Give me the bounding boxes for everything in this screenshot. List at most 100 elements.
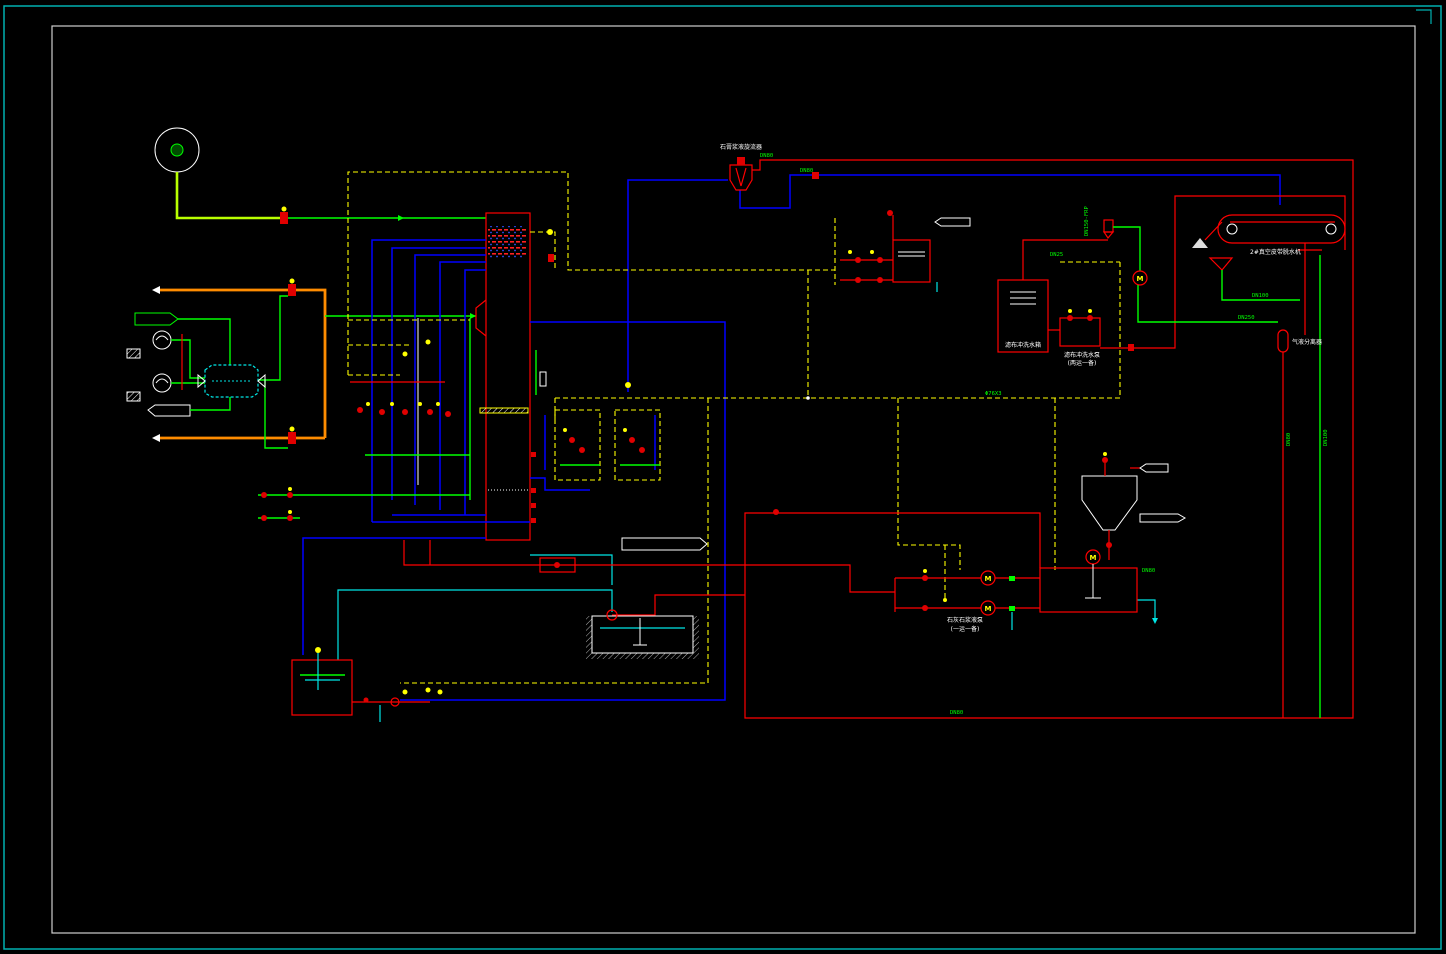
pump-actuator: [390, 402, 394, 406]
cyan-return-line: [337, 589, 613, 660]
blue-slurry-lines: [302, 172, 1281, 701]
air-valve: [287, 515, 293, 521]
red-slurry-lines: [403, 159, 1354, 719]
pump-valve: [427, 409, 433, 415]
loop-valve: [773, 509, 779, 515]
outlet-label-box: [147, 404, 191, 417]
tank-water-return: [400, 398, 709, 684]
oxidation-air-lines: [258, 487, 470, 521]
pump-actuator: [1088, 309, 1092, 313]
slurry-tank: [291, 659, 353, 716]
nozzle: [531, 503, 536, 508]
separator-vessel: [1277, 329, 1289, 353]
booster-fan-1: [152, 330, 172, 350]
belt: [1217, 214, 1346, 244]
drain-arrow: [1152, 618, 1158, 624]
limestone-pump-motor-1-label: M: [985, 575, 992, 583]
pipe-tag: DN25: [1050, 252, 1063, 258]
tank-valve: [437, 689, 443, 695]
bottom-valve-box: [539, 557, 576, 573]
agitator-motor-label: M: [1090, 554, 1097, 562]
pump-valve: [445, 411, 451, 417]
water-pump: [877, 257, 883, 263]
pipe-tag: DN150-FRP: [1084, 206, 1090, 236]
pump-actuator: [943, 598, 947, 602]
process-water-tank: [892, 239, 931, 283]
limestone-water-line: [897, 398, 961, 570]
cyan-lines: [337, 554, 1158, 660]
limestone-slurry-system: M M M 石灰石浆液泵 (一运一备): [894, 452, 1187, 633]
pump-actuator: [848, 250, 852, 254]
fan-impeller-1: [155, 335, 169, 341]
outer-frame: [3, 5, 1442, 950]
cyclone-underflow-line: [739, 174, 1281, 209]
filter-cloth-pump-note: (两运一备): [1068, 359, 1097, 367]
tank-valve: [425, 687, 431, 693]
inlet-label-box: [134, 312, 179, 326]
tank-valve: [363, 697, 369, 703]
absorber-side-box: [539, 371, 547, 387]
tray-grating: [479, 407, 529, 414]
silo-top-actuator: [1103, 452, 1107, 456]
feed-chute: [1204, 221, 1223, 241]
air-valve: [261, 492, 267, 498]
ggh-top-duct: [178, 318, 231, 365]
station-actuator: [563, 428, 567, 432]
silo-outlet-arrow-box: [1139, 513, 1187, 523]
pump-actuator: [870, 250, 874, 254]
separator-label: 气液分离器: [1292, 338, 1322, 346]
water-pump: [877, 277, 883, 283]
duct-inlet-arrow-lower: [152, 434, 160, 442]
station-valve: [629, 437, 635, 443]
tank-feed-line: [1022, 239, 1108, 280]
stack-inner-circle: [170, 143, 184, 157]
station-valve: [569, 437, 575, 443]
limestone-silo-hopper: [1081, 475, 1138, 531]
me-wash-valve-body: [548, 254, 554, 262]
drawing-frame: [3, 5, 1442, 950]
nozzle: [531, 518, 536, 523]
belt-roller-right: [1325, 223, 1337, 235]
pipe-tag: DN80: [950, 710, 963, 716]
pump-actuator: [366, 402, 370, 406]
fan-motor-hatch-2: [126, 391, 141, 402]
water-pump: [855, 257, 861, 263]
spray-header-3: [414, 254, 486, 505]
absorber-tower: [475, 212, 554, 541]
fans-and-heat-exchanger: [126, 295, 288, 449]
cyan-drain-line: [1137, 599, 1156, 620]
inlet-valve: [887, 210, 893, 216]
water-pump: [855, 277, 861, 283]
pit-outlet-arrow-box: [621, 537, 708, 551]
vacuum-pump-motor-label: M: [1137, 275, 1144, 283]
fan-impeller-2: [155, 378, 169, 384]
flow-arrow: [470, 313, 476, 319]
pipe-tag: DN80: [760, 153, 773, 159]
main-slurry-loop: [744, 159, 1354, 719]
absorber-bottom-line: [403, 540, 895, 593]
green-valve: [1009, 606, 1015, 611]
filter-cloth-pump: [1067, 315, 1073, 321]
tank-agitator-motor: [315, 647, 321, 653]
frame-corner-mark: [1416, 9, 1432, 24]
tank-valve: [402, 689, 408, 695]
hydrocyclone-cone: [740, 167, 747, 187]
pump-actuator: [1068, 309, 1072, 313]
gypsum-cake-pile: [1192, 238, 1208, 248]
cyan-overflow-line: [530, 554, 613, 585]
belt-filter-label: 2#真空皮带脱水机: [1250, 248, 1301, 256]
duct-damper-upper: [288, 284, 296, 296]
emergency-slurry-tank-area: [291, 647, 443, 722]
cyclone-feed-valve: [625, 382, 631, 388]
vacuum-pump-motor: [1132, 270, 1148, 286]
orange-duct-upper: [160, 288, 327, 438]
gypsum-hydrocyclone: 石膏浆液旋流器: [720, 143, 762, 191]
pump-valve: [922, 575, 928, 581]
pump-valve: [357, 407, 363, 413]
pipe-tag: DN80: [800, 168, 813, 174]
small-cyclone: [1103, 219, 1114, 233]
green-vacuum-line: [1113, 226, 1141, 271]
drawing-border: [51, 25, 1416, 934]
ggh-outlet-lower: [264, 380, 288, 449]
